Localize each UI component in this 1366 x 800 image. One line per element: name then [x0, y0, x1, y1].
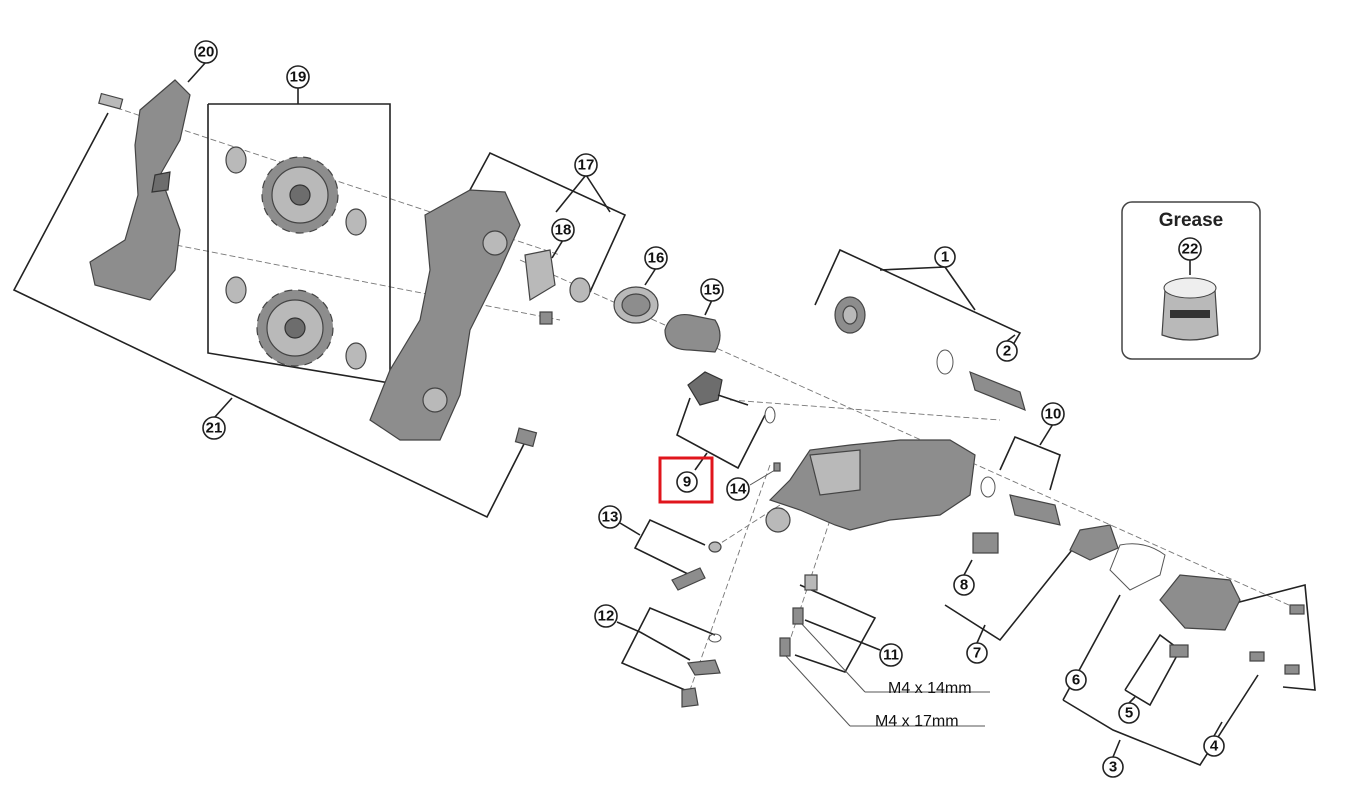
callout-3[interactable]: 3 [1102, 756, 1124, 778]
highlight-box [658, 456, 714, 504]
svg-text:8: 8 [960, 577, 968, 594]
derailleur-body [768, 439, 976, 531]
svg-text:2: 2 [1003, 343, 1011, 360]
cover [1159, 574, 1241, 631]
callout-18[interactable]: 18 [551, 218, 575, 242]
svg-text:15: 15 [704, 282, 721, 299]
grease-title: Grease [1159, 210, 1223, 231]
svg-text:9: 9 [683, 474, 691, 491]
svg-text:1: 1 [941, 249, 949, 266]
callout-19[interactable]: 19 [286, 65, 310, 89]
inner-cage-plate [369, 189, 521, 441]
callout-16[interactable]: 16 [644, 246, 668, 270]
callout-4[interactable]: 4 [1203, 735, 1225, 757]
callout-21[interactable]: 21 [202, 416, 226, 440]
svg-text:10: 10 [1045, 406, 1062, 423]
svg-text:22: 22 [1182, 241, 1199, 258]
svg-text:16: 16 [648, 250, 665, 267]
callout-22[interactable]: 22 [1178, 237, 1202, 261]
callouts: 1 2 3 4 5 6 7 8 9 10 11 12 13 14 15 16 1… [194, 40, 1225, 778]
svg-text:6: 6 [1072, 672, 1080, 689]
svg-text:18: 18 [555, 222, 572, 239]
screw-size-14mm: M4 x 14mm [888, 680, 972, 697]
callout-15[interactable]: 15 [700, 278, 724, 302]
callout-11[interactable]: 11 [879, 643, 903, 667]
outer-cage-plate [89, 79, 191, 301]
callout-8[interactable]: 8 [953, 574, 975, 596]
svg-text:5: 5 [1125, 705, 1133, 722]
callout-14[interactable]: 14 [726, 477, 750, 501]
callout-12[interactable]: 12 [594, 604, 618, 628]
callout-10[interactable]: 10 [1041, 402, 1065, 426]
leader-lines [12, 61, 1316, 766]
parts [89, 79, 1305, 708]
svg-text:19: 19 [290, 69, 307, 86]
callout-1[interactable]: 1 [934, 246, 956, 268]
callout-6[interactable]: 6 [1065, 669, 1087, 691]
svg-text:13: 13 [602, 509, 619, 526]
svg-text:4: 4 [1210, 738, 1219, 755]
callout-9[interactable]: 9 [676, 471, 698, 493]
callout-5[interactable]: 5 [1118, 702, 1140, 724]
grease-box: Grease [1121, 201, 1261, 360]
svg-text:20: 20 [198, 44, 215, 61]
screw-size-17mm: M4 x 17mm [875, 713, 959, 730]
bushing [664, 313, 721, 353]
callout-13[interactable]: 13 [598, 505, 622, 529]
callout-20[interactable]: 20 [194, 40, 218, 64]
callout-7[interactable]: 7 [966, 642, 988, 664]
svg-text:12: 12 [598, 608, 615, 625]
callout-2[interactable]: 2 [996, 340, 1018, 362]
svg-text:3: 3 [1109, 759, 1117, 776]
callout-17[interactable]: 17 [574, 153, 598, 177]
svg-text:17: 17 [578, 157, 595, 174]
svg-text:11: 11 [883, 647, 899, 664]
svg-text:21: 21 [206, 420, 223, 437]
svg-text:14: 14 [730, 481, 747, 498]
svg-text:7: 7 [973, 645, 981, 662]
